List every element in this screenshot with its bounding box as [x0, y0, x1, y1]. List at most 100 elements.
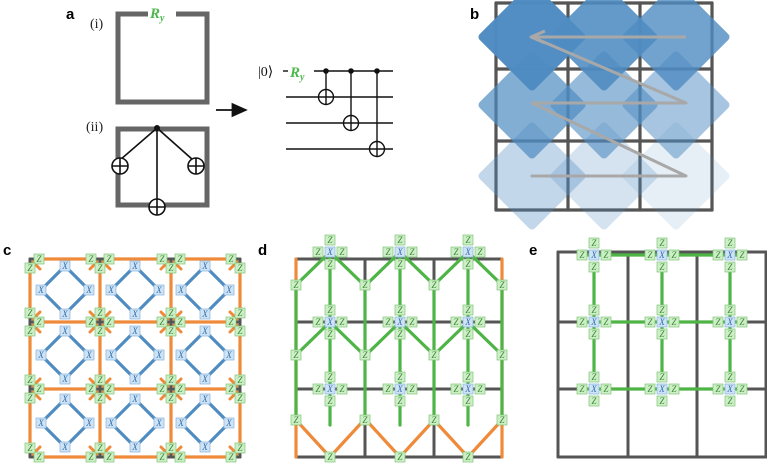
- z-qubit-box: Z: [462, 304, 474, 316]
- x-qubit-box: X: [35, 417, 47, 429]
- svg-text:X: X: [131, 374, 138, 384]
- svg-text:X: X: [225, 285, 232, 295]
- svg-text:Z: Z: [671, 250, 677, 260]
- z-qubit-box: Z: [600, 316, 612, 328]
- svg-text:Z: Z: [659, 329, 665, 339]
- z-qubit-box: Z: [450, 316, 462, 328]
- x-qubit-box: X: [153, 349, 165, 361]
- green-edge: [466, 250, 504, 287]
- svg-text:X: X: [726, 317, 733, 327]
- svg-text:Z: Z: [465, 329, 471, 339]
- z-qubit-box: Z: [24, 325, 36, 337]
- x-qubit-box: X: [394, 246, 406, 258]
- svg-text:Z: Z: [106, 384, 112, 394]
- z-qubit-box: Z: [336, 316, 348, 328]
- z-qubit-box: Z: [225, 253, 237, 265]
- panel-b: b: [470, 0, 730, 230]
- svg-text:Z: Z: [293, 280, 299, 290]
- green-edge: [328, 320, 366, 357]
- svg-text:Z: Z: [465, 452, 471, 462]
- z-qubit-box: Z: [85, 316, 97, 328]
- z-qubit-box: Z: [225, 451, 237, 463]
- z-qubit-box: Z: [394, 258, 406, 270]
- svg-text:Z: Z: [431, 350, 437, 360]
- svg-text:X: X: [177, 418, 184, 428]
- svg-text:Z: Z: [97, 263, 103, 273]
- z-qubit-box: Z: [174, 383, 186, 395]
- z-qubit-box: Z: [359, 349, 371, 361]
- sub-i-label: (i): [90, 17, 104, 32]
- x-qubit-box: X: [199, 441, 211, 453]
- ry-gate-label-i: Ry: [149, 6, 165, 24]
- svg-text:Z: Z: [106, 317, 112, 327]
- svg-text:X: X: [201, 309, 208, 319]
- z-qubit-box: Z: [324, 395, 336, 407]
- panel-b-label: b: [470, 6, 479, 23]
- svg-text:X: X: [590, 250, 597, 260]
- svg-text:Z: Z: [465, 372, 471, 382]
- x-qubit-box: X: [83, 349, 95, 361]
- circuit-cnot-2: [342, 68, 360, 132]
- z-qubit-box: Z: [724, 395, 736, 407]
- state-diamond: [478, 51, 586, 159]
- z-qubit-box: Z: [724, 328, 736, 340]
- x-qubit-box: X: [129, 325, 141, 337]
- z-qubit-box: Z: [406, 246, 418, 258]
- x-qubit-box: X: [105, 417, 117, 429]
- z-qubit-box: Z: [406, 383, 418, 395]
- svg-text:Z: Z: [603, 384, 609, 394]
- z-qubit-box: Z: [600, 383, 612, 395]
- panel-d-edges: [294, 250, 504, 459]
- orange-edge: [328, 418, 366, 459]
- z-qubit-box: Z: [644, 249, 656, 261]
- z-qubit-box: Z: [165, 392, 177, 404]
- z-qubit-box: Z: [656, 261, 668, 273]
- svg-text:X: X: [85, 350, 92, 360]
- svg-text:Z: Z: [362, 350, 368, 360]
- svg-text:Z: Z: [727, 262, 733, 272]
- svg-text:X: X: [464, 247, 471, 257]
- svg-text:Z: Z: [739, 250, 745, 260]
- svg-text:X: X: [131, 309, 138, 319]
- z-qubit-box: Z: [24, 392, 36, 404]
- z-qubit-box: Z: [94, 325, 106, 337]
- svg-text:Z: Z: [579, 317, 585, 327]
- svg-text:Z: Z: [177, 384, 183, 394]
- z-qubit-box: Z: [324, 451, 336, 463]
- svg-text:Z: Z: [727, 329, 733, 339]
- z-qubit-box: Z: [312, 316, 324, 328]
- x-qubit-box: X: [35, 349, 47, 361]
- svg-text:Z: Z: [293, 415, 299, 425]
- z-qubit-box: Z: [94, 262, 106, 274]
- panel-a: a (i) (ii) Ry |0⟩ Ry: [66, 2, 393, 216]
- svg-text:Z: Z: [27, 263, 33, 273]
- x-qubit-box: X: [724, 383, 736, 395]
- ry-gate-label-circuit: Ry: [289, 65, 305, 83]
- x-qubit-box: X: [324, 383, 336, 395]
- svg-text:Z: Z: [97, 393, 103, 403]
- svg-text:Z: Z: [659, 238, 665, 248]
- z-qubit-box: Z: [234, 442, 246, 454]
- z-qubit-box: Z: [724, 371, 736, 383]
- z-qubit-box: Z: [85, 383, 97, 395]
- z-qubit-box: Z: [736, 249, 748, 261]
- x-qubit-box: X: [724, 249, 736, 261]
- x-qubit-box: X: [199, 260, 211, 272]
- svg-text:Z: Z: [27, 375, 33, 385]
- x-qubit-box: X: [153, 417, 165, 429]
- green-edge: [432, 250, 470, 287]
- svg-text:X: X: [590, 317, 597, 327]
- svg-text:Z: Z: [499, 415, 505, 425]
- cnot-target-bottom: [148, 198, 166, 216]
- z-qubit-box: Z: [656, 237, 668, 249]
- svg-text:Z: Z: [97, 308, 103, 318]
- svg-text:X: X: [326, 247, 333, 257]
- svg-text:Z: Z: [168, 308, 174, 318]
- svg-text:Z: Z: [453, 247, 459, 257]
- svg-text:Z: Z: [591, 396, 597, 406]
- svg-text:X: X: [85, 418, 92, 428]
- z-qubit-box: Z: [24, 262, 36, 274]
